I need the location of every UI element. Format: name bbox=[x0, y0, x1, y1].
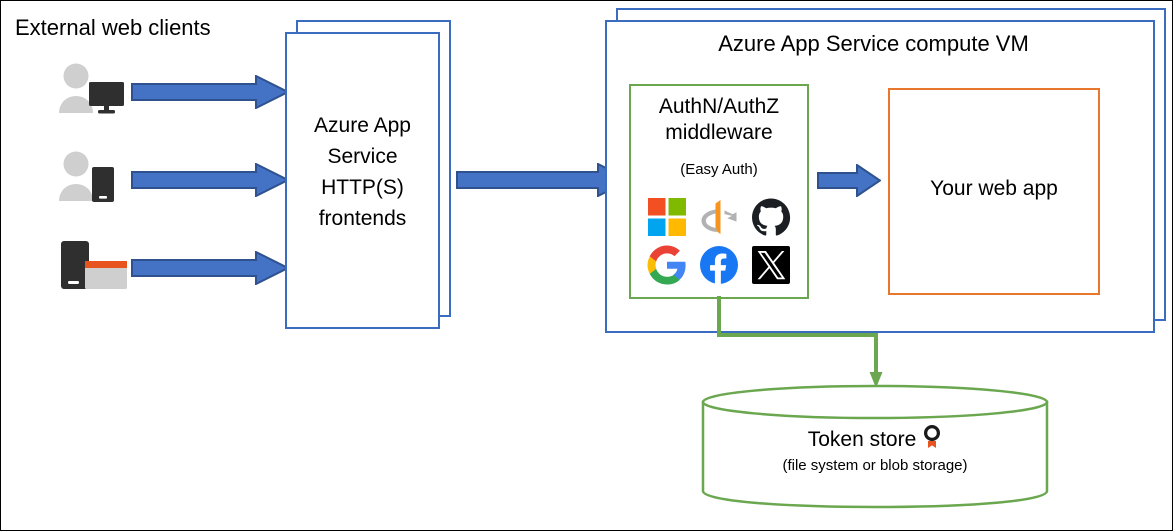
frontends-label: Azure App Service HTTP(S) frontends bbox=[285, 111, 440, 234]
arrow-client-to-frontend-2 bbox=[131, 163, 289, 197]
tablet-and-screen-icon bbox=[61, 241, 127, 289]
person-with-monitor-icon bbox=[59, 63, 124, 114]
compute-vm-title: Azure App Service compute VM bbox=[718, 31, 1029, 56]
person-with-phone-icon bbox=[59, 151, 114, 202]
web-app-label: Your web app bbox=[930, 177, 1058, 200]
x-twitter-logo bbox=[752, 246, 790, 284]
middleware-subtitle: (Easy Auth) bbox=[680, 161, 758, 178]
token-store-cylinder bbox=[701, 384, 1049, 509]
frontends-line-2: Service bbox=[327, 144, 398, 168]
microsoft-logo bbox=[648, 198, 686, 236]
external-clients-heading: External web clients bbox=[15, 15, 211, 40]
arrow-middleware-to-webapp bbox=[817, 164, 881, 197]
arrow-client-to-frontend-3 bbox=[131, 251, 289, 285]
identity-provider-logos bbox=[641, 193, 797, 289]
middleware-line-1: AuthN/AuthZ bbox=[658, 95, 780, 118]
openid-connect-logo bbox=[701, 200, 737, 234]
web-app-box bbox=[888, 88, 1100, 295]
connector-middleware-to-token-store bbox=[717, 296, 883, 388]
token-store-title: Token store bbox=[807, 428, 917, 451]
frontends-line-4: frontends bbox=[318, 206, 407, 230]
google-logo bbox=[647, 245, 686, 285]
frontends-line-3: HTTP(S) bbox=[321, 175, 404, 199]
middleware-title: AuthN/AuthZ middleware bbox=[629, 94, 809, 145]
facebook-logo bbox=[700, 246, 738, 285]
arrow-client-to-frontend-1 bbox=[131, 75, 289, 109]
token-store-sublabel: (file system or blob storage) bbox=[782, 457, 968, 474]
github-logo bbox=[752, 198, 791, 236]
frontends-box bbox=[285, 32, 440, 329]
frontends-line-1: Azure App bbox=[314, 114, 411, 137]
middleware-line-2: middleware bbox=[665, 120, 773, 144]
token-store-label: Token store bbox=[701, 424, 1049, 452]
award-badge-icon bbox=[924, 424, 941, 448]
